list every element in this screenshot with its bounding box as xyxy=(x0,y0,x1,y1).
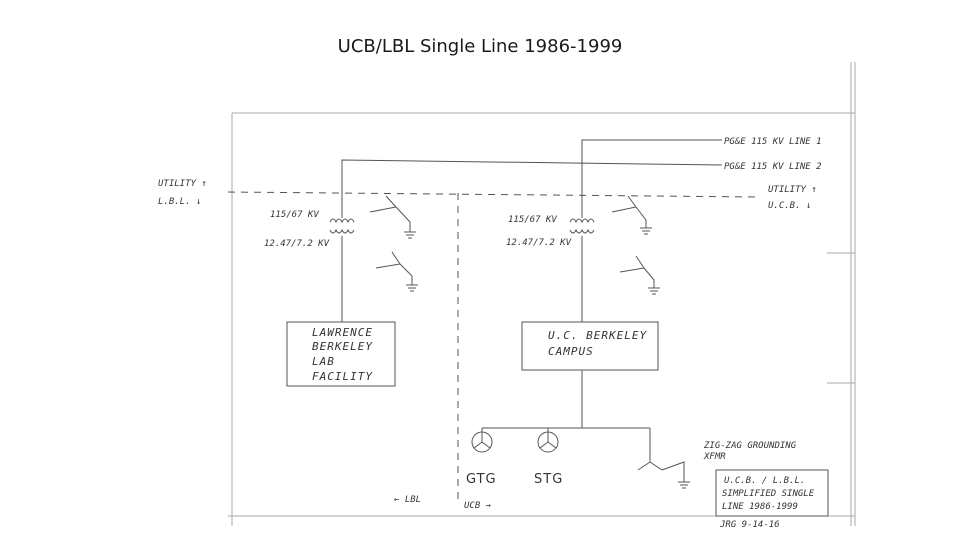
lbl-facility-box xyxy=(286,321,396,387)
lbl-xfmr-lv-label: 12.47/7.2 KV xyxy=(264,239,330,249)
stamp-line-3: LINE 1986-1999 xyxy=(722,502,798,512)
lbl-box-line-4: FACILITY xyxy=(312,370,373,383)
ucb-box-line-1: U.C. BERKELEY xyxy=(548,329,647,342)
ucb-xfmr-hv-label: 115/67 KV xyxy=(508,215,557,225)
ucb-campus-box xyxy=(521,321,659,371)
lbl-direction-label: ← LBL xyxy=(394,495,421,505)
signature: JRG 9-14-16 xyxy=(719,520,780,530)
slide-title: UCB/LBL Single Line 1986-1999 xyxy=(337,36,623,57)
lbl-label-left: L.B.L. ↓ xyxy=(158,197,201,207)
lbl-ground-switch-lower-icon xyxy=(375,251,418,292)
pge-line-2 xyxy=(341,159,723,190)
gtg-generator-icon xyxy=(471,428,493,453)
lbl-box-line-1: LAWRENCE xyxy=(312,326,373,339)
title-block-box xyxy=(715,469,829,517)
zigzag-grounding-transformer-icon xyxy=(637,428,690,489)
utility-boundary-line xyxy=(227,191,761,198)
pge-line-2-label: PG&E 115 KV LINE 2 xyxy=(724,162,822,172)
lbl-box-line-2: BERKELEY xyxy=(312,340,373,353)
pge-line-1 xyxy=(581,139,722,190)
pge-line-1-label: PG&E 115 KV LINE 1 xyxy=(724,137,822,147)
ucb-xfmr-lv-label: 12.47/7.2 KV xyxy=(506,238,572,248)
ucb-label-right: U.C.B. ↓ xyxy=(768,201,811,211)
ucb-direction-label: UCB → xyxy=(464,501,492,511)
utility-label-right: UTILITY ↑ xyxy=(768,185,817,195)
ucb-ground-switch-lower-icon xyxy=(619,255,660,295)
zigzag-label-line-2: XFMR xyxy=(703,452,726,462)
zigzag-label-line-1: ZIG-ZAG GROUNDING xyxy=(703,441,797,451)
stamp-line-2: SIMPLIFIED SINGLE xyxy=(722,489,815,499)
gtg-label: GTG xyxy=(466,472,497,487)
utility-label-left: UTILITY ↑ xyxy=(158,179,207,189)
lbl-xfmr-hv-label: 115/67 KV xyxy=(270,210,319,220)
ucb-ground-switch-upper-icon xyxy=(611,195,652,235)
lbl-ground-switch-upper-icon xyxy=(369,195,416,239)
ucb-transformer-icon xyxy=(569,218,595,234)
lbl-transformer-icon xyxy=(329,218,355,234)
ucb-box-line-2: CAMPUS xyxy=(548,345,594,358)
stg-generator-icon xyxy=(537,428,559,453)
lbl-box-line-3: LAB xyxy=(312,355,335,368)
stamp-line-1: U.C.B. / L.B.L. xyxy=(724,476,805,486)
stg-label: STG xyxy=(534,472,563,487)
